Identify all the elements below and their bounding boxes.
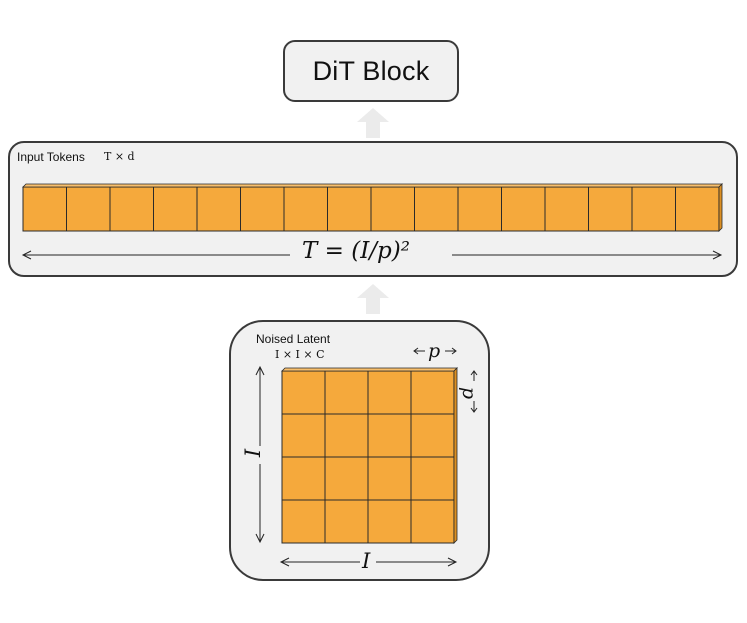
- input-tokens-shape: T × d: [104, 150, 135, 163]
- latent-patch: [281, 456, 326, 501]
- latent-patch: [410, 413, 455, 458]
- token-row-side-face: [718, 183, 723, 232]
- token-cell: [22, 186, 67, 232]
- latent-patch: [367, 499, 412, 544]
- noised-latent-shape: I × I × C: [275, 348, 325, 361]
- latent-patch: [410, 499, 455, 544]
- latent-top-face: [281, 367, 458, 372]
- latent-patch: [410, 370, 455, 415]
- latent-width-label: I: [362, 549, 371, 573]
- token-cell: [414, 186, 459, 232]
- flow-up-arrow-bottom: [357, 284, 389, 314]
- dit-block: DiT Block: [283, 40, 459, 102]
- noised-latent-label: Noised Latent: [256, 332, 331, 346]
- patch-size-label-side: p: [458, 386, 481, 400]
- input-tokens-label: Input Tokens: [17, 150, 85, 164]
- flow-up-arrow-top: [357, 108, 389, 138]
- latent-patch: [410, 456, 455, 501]
- latent-patch: [281, 413, 326, 458]
- latent-patch: [367, 413, 412, 458]
- token-cell: [327, 186, 372, 232]
- token-count-formula: T = (I/p)²: [302, 238, 410, 264]
- latent-patch: [324, 456, 369, 501]
- latent-patch: [367, 456, 412, 501]
- length-arrow-right-head: [712, 250, 723, 260]
- token-cell: [631, 186, 676, 232]
- token-cell: [675, 186, 720, 232]
- token-cell: [240, 186, 285, 232]
- latent-side-face: [453, 367, 458, 544]
- latent-patch: [324, 370, 369, 415]
- token-cell: [109, 186, 154, 232]
- latent-patch: [324, 499, 369, 544]
- latent-height-label: I: [241, 448, 266, 458]
- patch-size-label-top: p: [428, 340, 441, 362]
- latent-patch: [324, 413, 369, 458]
- latent-patch: [367, 370, 412, 415]
- latent-patch: [281, 370, 326, 415]
- length-arrow-left-head: [21, 250, 32, 260]
- token-cell: [370, 186, 415, 232]
- latent-patch: [281, 499, 326, 544]
